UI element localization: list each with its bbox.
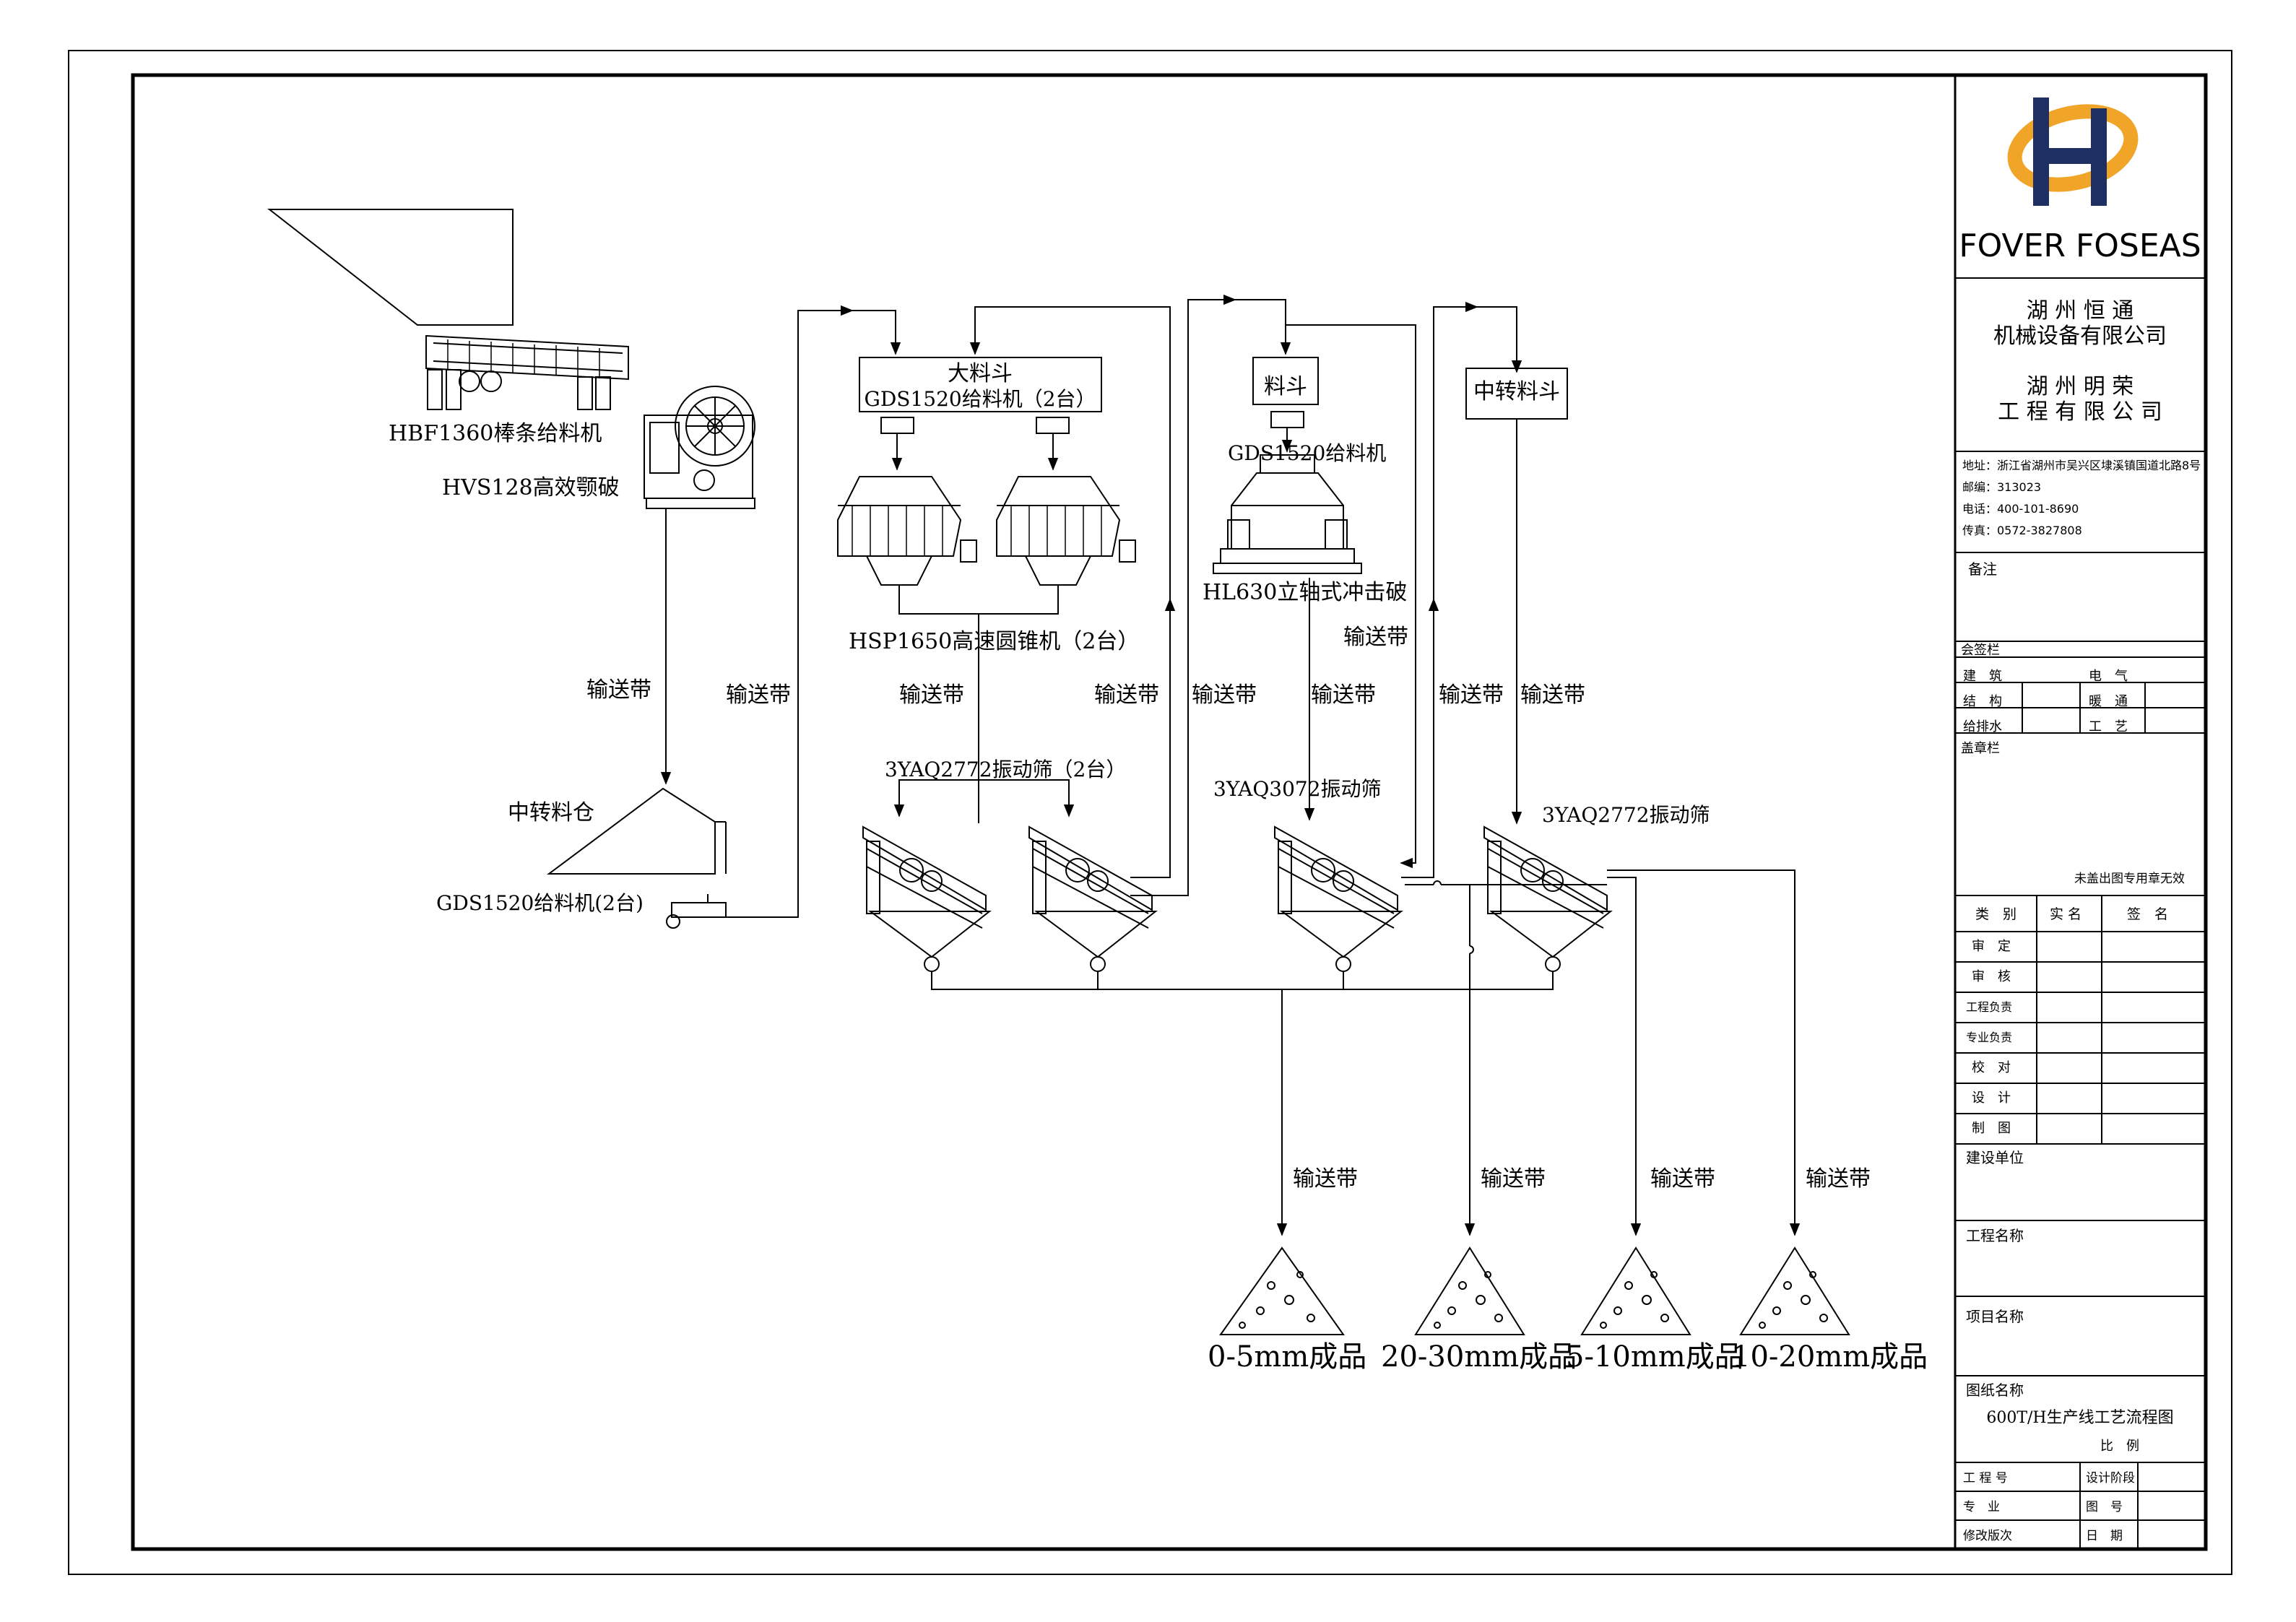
label-big-hopper-feeder: GDS1520给料机（2台） xyxy=(864,387,1096,411)
remarks-label: 备注 xyxy=(1968,560,1997,578)
seal-label: 盖章栏 xyxy=(1961,741,2000,756)
label-transfer-hopper: 中转料斗 xyxy=(1473,379,1560,404)
process-diagram xyxy=(267,209,1850,1335)
product-label: 5-10mm成品 xyxy=(1566,1340,1743,1374)
sign-header: 实 名 xyxy=(2050,906,2081,922)
countersign-cell: 暖 通 xyxy=(2089,694,2128,709)
bottom-cell: 修改版次 xyxy=(1963,1529,2012,1543)
conveyor-label: 输送带 xyxy=(1806,1166,1871,1192)
company-logo xyxy=(2007,97,2139,206)
product-pile-5-10 xyxy=(1580,1246,1691,1335)
hopper-box xyxy=(1252,357,1319,405)
postcode-line: 邮编：313023 xyxy=(1962,480,2041,494)
company-name-1b: 机械设备有限公司 xyxy=(1993,324,2167,349)
sign-row: 制 图 xyxy=(1972,1121,2011,1136)
brand-name: FOVER FOSEAS xyxy=(1959,227,2201,264)
vibrating-screen-1a xyxy=(862,825,992,972)
stockpile-feeder-machine xyxy=(666,894,727,929)
client-label: 建设单位 xyxy=(1966,1149,2024,1166)
project-name-label: 工程名称 xyxy=(1966,1227,2024,1244)
conveyor-label: 输送带 xyxy=(1311,682,1376,708)
product-pile-0-5 xyxy=(1219,1246,1345,1335)
stockpile-pile xyxy=(546,787,727,875)
bottom-cell: 设计阶段 xyxy=(2086,1471,2135,1486)
label-hopper: 料斗 xyxy=(1264,374,1307,399)
conveyor-label: 输送带 xyxy=(899,682,964,708)
label-cone-crusher: HSP1650高速圆锥机（2台） xyxy=(849,629,1139,654)
grizzly-feeder-machine xyxy=(425,334,629,410)
countersign-cell: 结 构 xyxy=(1963,694,2002,709)
label-vsi-crusher: HL630立轴式冲击破 xyxy=(1203,580,1407,605)
phone-line: 电话：400-101-8690 xyxy=(1962,502,2079,516)
conveyor-label: 输送带 xyxy=(1481,1166,1546,1192)
seal-note: 未盖出图专用章无效 xyxy=(2074,872,2185,886)
countersign-label: 会签栏 xyxy=(1961,643,2000,658)
label-stockpile-feeder: GDS1520给料机(2台) xyxy=(436,891,644,915)
sign-row: 专业负责 xyxy=(1966,1031,2012,1044)
drawing-name-label: 图纸名称 xyxy=(1966,1382,2024,1399)
countersign-cell: 工 艺 xyxy=(2089,719,2128,734)
sign-header: 签 名 xyxy=(2127,906,2168,922)
label-jaw-crusher: HVS128高效颚破 xyxy=(442,475,620,500)
conveyor-label: 输送带 xyxy=(1192,682,1257,708)
drawing-name: 600T/H生产线工艺流程图 xyxy=(1986,1409,2173,1427)
company-name-2b: 工 程 有 限 公 司 xyxy=(1998,399,2162,425)
product-pile-20-30 xyxy=(1414,1246,1525,1335)
vibrating-screen-2 xyxy=(1274,825,1403,972)
big-hopper-box xyxy=(859,357,1102,412)
sign-row: 工程负责 xyxy=(1966,1000,2012,1014)
fax-line: 传真：0572-3827808 xyxy=(1962,524,2082,537)
label-hbf-feeder: HBF1360棒条给料机 xyxy=(389,421,602,446)
bottom-cell: 工 程 号 xyxy=(1963,1471,2008,1486)
sign-row: 审 核 xyxy=(1972,969,2011,984)
company-name-2a: 湖 州 明 荣 xyxy=(2027,374,2134,399)
sign-row: 审 定 xyxy=(1972,939,2011,954)
vsi-crusher-machine xyxy=(1213,454,1362,574)
jaw-crusher-machine xyxy=(644,386,755,509)
conveyor-label: 输送带 xyxy=(1293,1166,1358,1192)
label-big-hopper: 大料斗 xyxy=(948,361,1013,386)
label-screen-2: 3YAQ3072振动筛 xyxy=(1213,777,1382,801)
title-block xyxy=(1954,75,2206,1549)
countersign-cell: 建 筑 xyxy=(1963,669,2002,684)
label-hopper-feeder: GDS1520给料机 xyxy=(1228,441,1386,465)
outer-border xyxy=(68,50,2232,1575)
sign-row: 设 计 xyxy=(1972,1090,2011,1106)
label-stockpile: 中转料仓 xyxy=(508,800,594,825)
conveyor-label: 输送带 xyxy=(726,682,791,708)
countersign-cell: 给排水 xyxy=(1963,719,2002,734)
product-label: 10-20mm成品 xyxy=(1732,1340,1928,1374)
conveyor-label: 输送带 xyxy=(1520,682,1585,708)
conveyor-label: 输送带 xyxy=(1650,1166,1715,1192)
label-screen-1: 3YAQ2772振动筛（2台） xyxy=(885,758,1126,781)
conveyor-label: 输送带 xyxy=(586,677,651,703)
conveyor-label: 输送带 xyxy=(1343,625,1408,650)
bottom-cell: 图 号 xyxy=(2086,1500,2123,1514)
product-label: 0-5mm成品 xyxy=(1208,1340,1366,1374)
cone-crusher-right xyxy=(996,476,1136,586)
product-label: 20-30mm成品 xyxy=(1381,1340,1577,1374)
sign-row: 校 对 xyxy=(1972,1060,2011,1075)
product-pile-10-20 xyxy=(1739,1246,1850,1335)
cone-crusher-left xyxy=(837,476,977,586)
scale-label: 比 例 xyxy=(2100,1439,2139,1454)
company-name-1a: 湖 州 恒 通 xyxy=(2027,298,2134,324)
bottom-cell: 日 期 xyxy=(2086,1529,2123,1543)
vibrating-screen-1b xyxy=(1028,825,1158,972)
bottom-cell: 专 业 xyxy=(1963,1500,2000,1514)
label-screen-3: 3YAQ2772振动筛 xyxy=(1542,803,1710,827)
receiving-hopper xyxy=(267,209,514,326)
big-hopper-feeders xyxy=(880,417,1070,471)
drawing-frame xyxy=(131,73,2208,1551)
conveyor-label: 输送带 xyxy=(1439,682,1504,708)
item-name-label: 项目名称 xyxy=(1966,1308,2024,1325)
conveyor-label: 输送带 xyxy=(1094,682,1159,708)
countersign-cell: 电 气 xyxy=(2089,669,2128,684)
address-line: 地址：浙江省湖州市吴兴区埭溪镇国道北路8号 xyxy=(1962,459,2201,472)
vibrating-screen-3 xyxy=(1483,825,1613,972)
sign-header: 类 别 xyxy=(1975,906,2016,922)
